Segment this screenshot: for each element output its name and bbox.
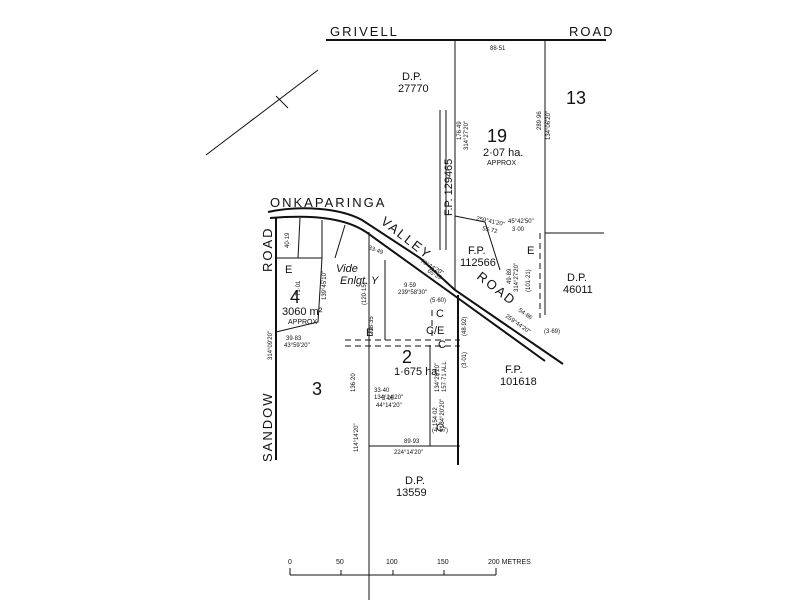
measure-m15: (3·69) [544, 329, 560, 335]
scale-tick-50: 50 [336, 559, 344, 566]
lot19-number: 19 [487, 126, 507, 146]
dp27770-number: 27770 [398, 83, 429, 95]
valley-road-upper-edge [267, 207, 564, 365]
dp46011-number: 46011 [563, 284, 593, 296]
measure-m9: 3·00 [512, 227, 525, 233]
dp13559-number: 13559 [396, 487, 427, 499]
lot2-area: 1·675 ha. [394, 366, 440, 378]
measure-m27: (120·15) [362, 282, 368, 305]
measure-m3: 314°27'20" [464, 121, 470, 150]
lot19-approx: APPROX [487, 160, 517, 167]
measure-m21: 43°59'20" [284, 343, 310, 349]
measure-m20: 39·83 [286, 336, 302, 342]
measure-m32: 33·40 [374, 388, 390, 394]
measure-m7: 55·72 [482, 226, 499, 235]
measure-m35: 3·00 [382, 396, 395, 402]
easement-c-bottom: C [436, 422, 444, 434]
measure-m10: 49·89 [507, 268, 513, 284]
measure-m43: 89·93 [404, 439, 420, 445]
fp112566-number: 112566 [460, 257, 496, 269]
fp101618-number: 101618 [500, 376, 537, 388]
onkaparinga-label: ONKAPARINGA [270, 195, 386, 210]
measure-m1: 88·51 [490, 46, 506, 52]
northwest-road-tick [275, 95, 289, 109]
fp129465-label: F.P. 129465 [443, 159, 455, 216]
measure-m44: 224°14'20" [394, 450, 423, 456]
fp101618-prefix: F.P. [505, 364, 523, 376]
measure-m28: (5·60) [430, 298, 446, 304]
easement-e-lot4: E [285, 264, 292, 276]
measure-m31: (3·01) [462, 352, 468, 368]
measure-m6: 259°41'20" [476, 216, 506, 228]
lot4-division-c [334, 224, 346, 259]
measure-m30: (48·92) [462, 317, 468, 336]
measure-m41: (4·57) [432, 428, 448, 434]
scale-tick-200: 200 METRES [488, 559, 531, 566]
measure-m16: 40·19 [285, 232, 291, 248]
measure-m13: 54·86 [517, 308, 534, 322]
valley-road-lower-edge [269, 215, 546, 362]
scale-tick-150: 150 [437, 559, 449, 566]
sandow-label: SANDOW [260, 392, 275, 463]
measure-m4: 289·96 [537, 111, 543, 130]
measure-m11: 314°27'20" [514, 263, 520, 292]
lot19-area: 2·07 ha. [483, 147, 523, 159]
lot4-number: 4 [290, 287, 300, 307]
lot3-number: 3 [312, 379, 322, 399]
measure-m42: 114°14'20" [354, 423, 360, 452]
vide-line1: Vide [336, 263, 358, 275]
measure-m26: 239°58'30" [398, 290, 427, 296]
measure-m40: 134°20'20" [440, 399, 446, 428]
dp13559-prefix: D.P. [405, 475, 425, 487]
measure-m8: 45°42'50" [508, 219, 534, 225]
measure-m2: 176·49 [457, 121, 463, 140]
lot19-inner-boundary [454, 215, 501, 271]
grivell-road-label: ROAD [569, 24, 615, 39]
dp27770-prefix: D.P. [402, 71, 422, 83]
lot13-number: 13 [566, 88, 586, 108]
measure-m18: 139°45'10" [322, 271, 328, 300]
measure-m5: 134°06'20" [546, 111, 552, 140]
lot4-boundary [275, 257, 323, 333]
measure-m12: (101·21) [526, 269, 532, 292]
easement-ce: C/E [426, 325, 444, 337]
grivell-label: GRIVELL [330, 24, 399, 39]
lot4-approx: APPROX [288, 319, 318, 326]
easement-c-upper: C [436, 308, 444, 320]
measure-m38: 157·71 ALL [442, 361, 448, 392]
sandow-road-label: ROAD [260, 226, 275, 272]
easement-e-lot2: E [366, 327, 373, 339]
valley-label: VALLEY [378, 214, 435, 263]
measure-m19: 314°09'20" [268, 331, 274, 360]
measure-m33: 134°14'20" [374, 395, 403, 401]
measure-m25: 9·59 [404, 283, 417, 289]
measure-m22: 33·49 [367, 245, 384, 256]
measure-m39: 154·02 [433, 407, 439, 426]
scale-tick-100: 100 [386, 559, 398, 566]
measure-m29: 218·35 [369, 316, 375, 335]
northwest-road-line [205, 69, 319, 156]
scale-bar: 0 50 100 150 200 METRES [288, 559, 531, 576]
vide-line2: Enlgt. Y [340, 275, 379, 287]
easement-c-lower: C [438, 339, 446, 351]
lot2-number: 2 [402, 347, 412, 367]
measure-m36: 44°14'20" [376, 403, 402, 409]
measure-m34: 136·20 [351, 373, 357, 392]
scale-tick-0: 0 [288, 559, 292, 566]
fp112566-prefix: F.P. [468, 245, 486, 257]
dp46011-prefix: D.P. [567, 272, 587, 284]
measure-m17: 71·01 [296, 280, 302, 296]
easement-e-lot19: E [527, 245, 534, 257]
measure-m37: 134°20'20" [435, 363, 441, 392]
lot4-area: 3060 m² [282, 306, 323, 318]
lot4-division-a [297, 217, 301, 259]
